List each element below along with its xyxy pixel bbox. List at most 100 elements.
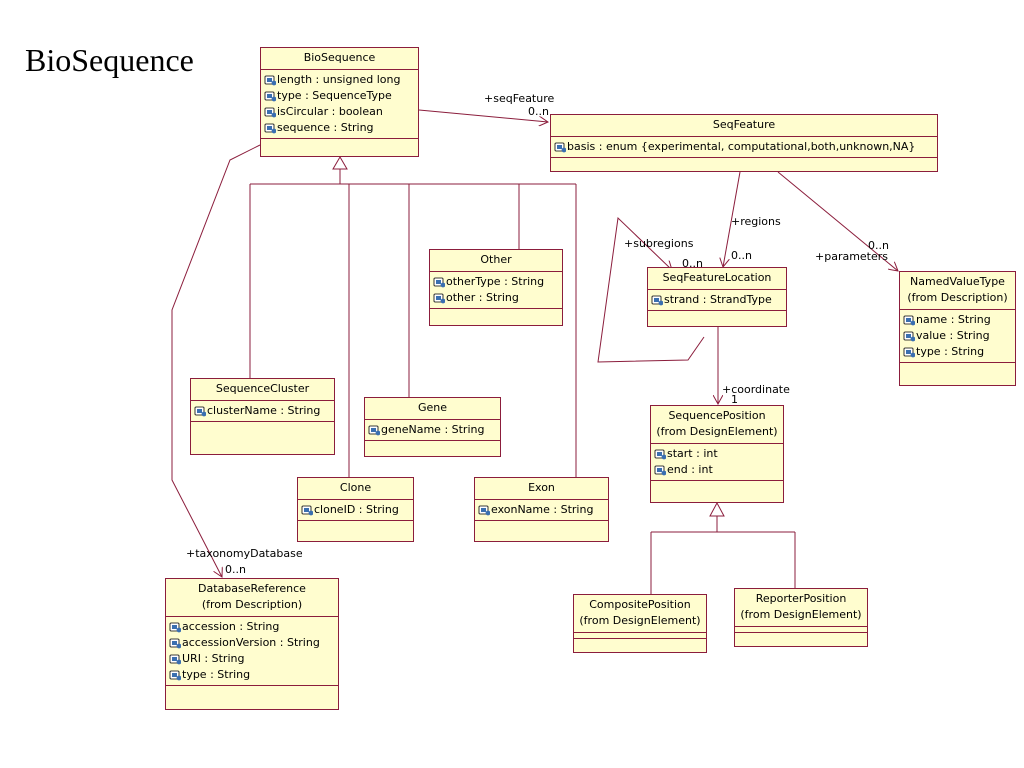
class-name: SeqFeatureLocation: [648, 268, 786, 290]
operations: [735, 633, 867, 639]
class-name: Exon: [475, 478, 608, 500]
attribute-icon: [433, 293, 445, 304]
class-namedvaluetype[interactable]: NamedValueType (from Description) name :…: [899, 271, 1016, 386]
class-header: NamedValueType (from Description): [900, 272, 1015, 310]
attribute-icon: [169, 670, 181, 681]
class-seqfeaturelocation[interactable]: SeqFeatureLocation strand : StrandType: [647, 267, 787, 327]
taxonomy-multiplicity-label: 0..n: [225, 563, 246, 576]
class-name: SeqFeature: [551, 115, 937, 137]
class-compositeposition[interactable]: CompositePosition (from DesignElement): [573, 594, 707, 653]
attribute-text: type : String: [916, 345, 985, 358]
attribute-icon: [433, 277, 445, 288]
attributes: length : unsigned long type : SequenceTy…: [261, 70, 418, 139]
class-package: (from DesignElement): [656, 425, 778, 438]
subregions-multiplicity-label: 0..n: [682, 257, 703, 270]
class-seqfeature[interactable]: SeqFeature basis : enum {experimental, c…: [550, 114, 938, 172]
attribute-row: accession : String: [169, 619, 335, 635]
operations: [648, 311, 786, 323]
attribute-row: type : String: [169, 667, 335, 683]
attribute-row: end : int: [654, 462, 780, 478]
operations: [365, 441, 500, 453]
generalization-triangle: [332, 156, 348, 170]
attribute-icon: [264, 75, 276, 86]
attribute-icon: [301, 505, 313, 516]
class-clone[interactable]: Clone cloneID : String: [297, 477, 414, 542]
operations: [261, 139, 418, 151]
attribute-text: accessionVersion : String: [182, 636, 320, 649]
position-generalization-triangle: [709, 501, 725, 517]
attribute-text: URI : String: [182, 652, 245, 665]
class-databasereference[interactable]: DatabaseReference (from Description) acc…: [165, 578, 339, 710]
class-gene[interactable]: Gene geneName : String: [364, 397, 501, 457]
regions-multiplicity-label: 0..n: [731, 249, 752, 262]
attribute-icon: [169, 654, 181, 665]
attribute-row: strand : StrandType: [651, 292, 783, 308]
attributes: start : int end : int: [651, 444, 783, 481]
class-header: CompositePosition (from DesignElement): [574, 595, 706, 633]
attribute-row: type : String: [903, 344, 1012, 360]
attribute-text: name : String: [916, 313, 991, 326]
attributes: geneName : String: [365, 420, 500, 441]
class-name: CompositePosition: [589, 598, 691, 611]
coordinate-role-label: +coordinate: [722, 383, 790, 396]
taxonomy-association: [171, 144, 261, 577]
attribute-icon: [264, 123, 276, 134]
attribute-icon: [478, 505, 490, 516]
class-reporterposition[interactable]: ReporterPosition (from DesignElement): [734, 588, 868, 647]
attributes: cloneID : String: [298, 500, 413, 521]
attribute-row: cloneID : String: [301, 502, 410, 518]
attribute-icon: [654, 449, 666, 460]
class-sequenceposition[interactable]: SequencePosition (from DesignElement) st…: [650, 405, 784, 503]
class-name: DatabaseReference: [198, 582, 306, 595]
attribute-icon: [368, 425, 380, 436]
attribute-icon: [264, 91, 276, 102]
attributes: clusterName : String: [191, 401, 334, 422]
attribute-icon: [264, 107, 276, 118]
attribute-row: length : unsigned long: [264, 72, 415, 88]
attribute-row: otherType : String: [433, 274, 559, 290]
attribute-text: basis : enum {experimental, computationa…: [567, 140, 916, 153]
class-name: Other: [430, 250, 562, 272]
class-sequencecluster[interactable]: SequenceCluster clusterName : String: [190, 378, 335, 455]
attribute-icon: [903, 331, 915, 342]
operations: [475, 521, 608, 533]
class-exon[interactable]: Exon exonName : String: [474, 477, 609, 542]
class-header: DatabaseReference (from Description): [166, 579, 338, 617]
class-biosequence[interactable]: BioSequence length : unsigned long type …: [260, 47, 419, 157]
attributes: exonName : String: [475, 500, 608, 521]
class-package: (from Description): [201, 598, 303, 611]
operations: [551, 158, 937, 170]
attribute-row: clusterName : String: [194, 403, 331, 419]
attribute-text: exonName : String: [491, 503, 594, 516]
attribute-icon: [554, 142, 566, 153]
subregions-role-label: +subregions: [624, 237, 694, 250]
class-other[interactable]: Other otherType : String other : String: [429, 249, 563, 326]
parameters-role-label: +parameters: [815, 250, 889, 263]
attribute-text: sequence : String: [277, 121, 374, 134]
attributes: strand : StrandType: [648, 290, 786, 311]
attribute-text: accession : String: [182, 620, 280, 633]
attribute-text: clusterName : String: [207, 404, 321, 417]
attribute-text: isCircular : boolean: [277, 105, 383, 118]
attribute-row: accessionVersion : String: [169, 635, 335, 651]
parameters-multiplicity-label: 0..n: [868, 239, 889, 252]
attributes: name : String value : String type : Stri…: [900, 310, 1015, 363]
taxonomy-role-label: +taxonomyDatabase: [186, 547, 303, 560]
attribute-row: value : String: [903, 328, 1012, 344]
attribute-row: sequence : String: [264, 120, 415, 136]
attribute-text: value : String: [916, 329, 990, 342]
page-title: BioSequence: [25, 42, 194, 78]
attributes: [735, 627, 867, 633]
attributes: [574, 633, 706, 639]
attribute-row: type : SequenceType: [264, 88, 415, 104]
attribute-row: geneName : String: [368, 422, 497, 438]
operations: [166, 686, 338, 698]
attribute-row: URI : String: [169, 651, 335, 667]
attribute-icon: [169, 622, 181, 633]
attribute-icon: [194, 406, 206, 417]
attribute-row: isCircular : boolean: [264, 104, 415, 120]
operations: [651, 481, 783, 493]
attribute-icon: [169, 638, 181, 649]
class-name: BioSequence: [261, 48, 418, 70]
operations: [574, 639, 706, 645]
